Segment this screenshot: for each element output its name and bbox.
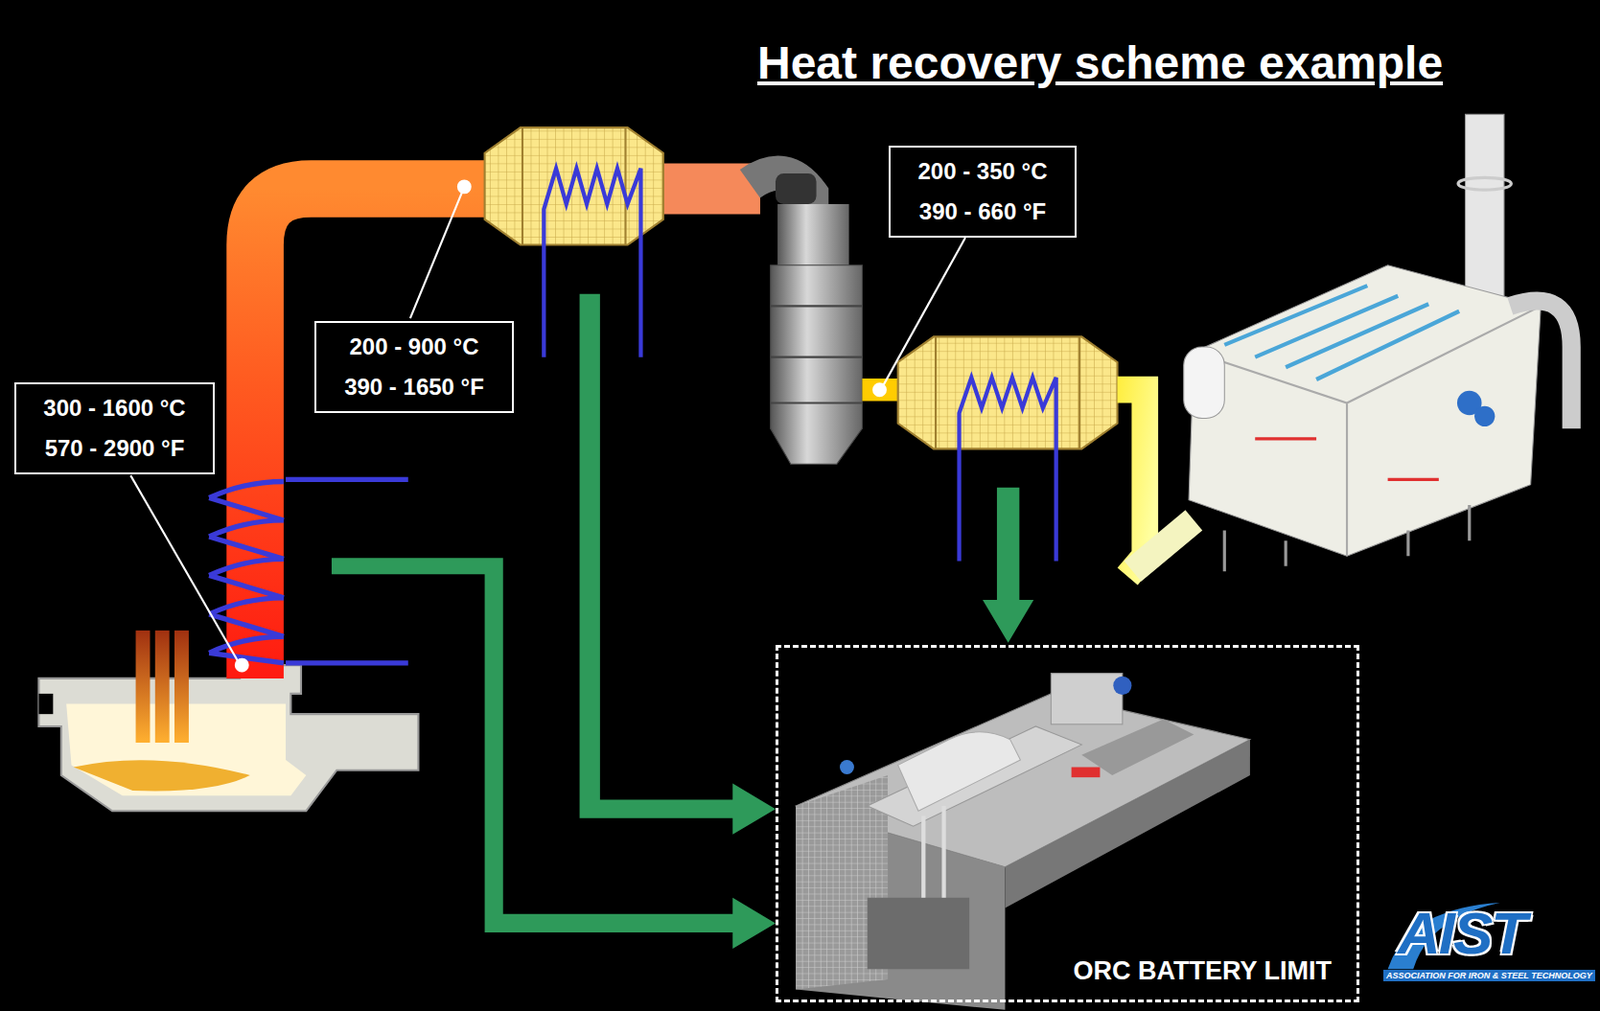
illustration-part	[770, 305, 863, 403]
temperature-text: 200 - 900 °C	[348, 326, 479, 368]
temperature-callout: 200 - 900 °C390 - 1650 °F	[314, 321, 514, 414]
illustration-part	[1183, 347, 1226, 419]
illustration-part	[130, 475, 238, 662]
illustration-part	[1188, 265, 1541, 557]
temperature-text: 570 - 2900 °F	[45, 428, 186, 469]
illustration-part	[38, 665, 418, 812]
illustration-part	[873, 383, 886, 396]
temperature-callout: 300 - 1600 °C570 - 2900 °F	[14, 382, 215, 475]
box-label: ORC BATTERY LIMIT	[1073, 956, 1333, 987]
illustration-part	[522, 127, 627, 245]
illustration-part	[770, 265, 863, 465]
temperature-callout: 200 - 350 °C390 - 660 °F	[888, 145, 1077, 238]
leader-line	[130, 180, 966, 672]
illustration-part	[1458, 177, 1511, 190]
battery-limit-box: ORC BATTERY LIMIT	[775, 645, 1360, 1003]
illustration-part	[1474, 406, 1495, 427]
fume-duct	[255, 188, 500, 679]
electrode	[136, 630, 151, 743]
illustration-part	[208, 498, 284, 664]
illustration-part	[410, 191, 463, 319]
illustration-part	[1193, 305, 1541, 557]
electrode	[155, 630, 170, 743]
logo-text: AIST	[1397, 899, 1526, 968]
gas-duct	[1132, 520, 1194, 572]
illustration-part	[1464, 114, 1504, 299]
title: Heat recovery scheme example	[757, 36, 1443, 90]
temperature-text: 390 - 660 °F	[919, 191, 1046, 232]
illustration-part	[1224, 285, 1460, 380]
illustration-part	[73, 760, 251, 791]
heat-flow-arrow	[331, 294, 1034, 950]
illustration-part	[883, 237, 966, 385]
temperature-text: 390 - 1650 °F	[344, 367, 485, 408]
illustration-part	[1050, 673, 1123, 725]
illustration-part	[839, 760, 855, 775]
temperature-text: 200 - 350 °C	[917, 151, 1047, 192]
illustration-part	[1509, 301, 1572, 429]
logo-subtitle: ASSOCIATION FOR IRON & STEEL TECHNOLOGY	[1383, 970, 1596, 982]
illustration-part	[775, 173, 817, 205]
illustration-part	[285, 477, 409, 483]
illustration-part	[1081, 718, 1194, 776]
illustration-part	[1224, 505, 1469, 572]
illustration-part	[38, 694, 53, 715]
baghouse-filter	[1183, 114, 1572, 572]
electrode	[174, 630, 189, 743]
illustration-part	[458, 180, 471, 193]
illustration-part	[1254, 439, 1439, 481]
illustration-part	[235, 659, 249, 673]
illustration-part	[777, 204, 850, 266]
illustration-part	[285, 660, 409, 666]
illustration-part	[867, 898, 970, 971]
temperature-text: 300 - 1600 °C	[43, 388, 186, 429]
illustration-part	[867, 726, 1083, 827]
illustration-part	[331, 557, 776, 950]
illustration-part	[923, 806, 944, 899]
quench-tower	[770, 173, 863, 464]
illustration-part	[579, 294, 776, 835]
illustration-part	[1113, 676, 1132, 696]
illustration-part	[982, 487, 1034, 644]
illustration-part	[1071, 767, 1101, 779]
illustration-part	[898, 732, 1021, 812]
illustration-part	[485, 127, 664, 245]
